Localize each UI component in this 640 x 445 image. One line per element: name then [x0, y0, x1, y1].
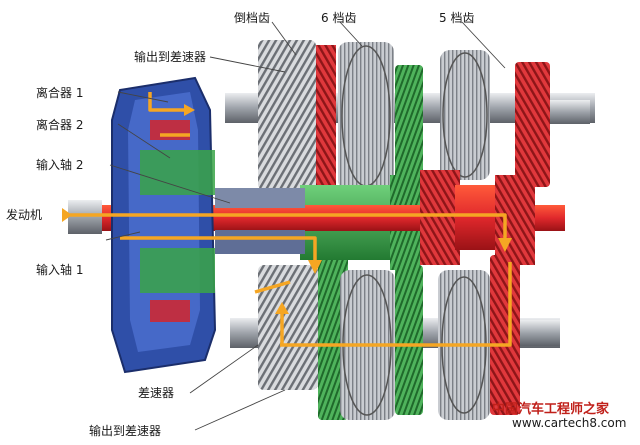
label-input-shaft-1: 输入轴 1	[36, 263, 84, 277]
label-output-to-differential-bottom: 输出到差速器	[89, 424, 162, 438]
watermark-url: www.cartech8.com	[512, 416, 627, 430]
label-engine: 发动机	[6, 208, 43, 222]
label-reverse-gear: 倒档齿	[234, 11, 271, 25]
watermark-logo: 中国汽车工程师之家	[492, 402, 610, 417]
label-differential: 差速器	[138, 386, 175, 400]
label-clutch-1: 离合器 1	[36, 86, 84, 100]
label-fifth-gear: 5 档齿	[439, 11, 475, 25]
label-clutch-2: 离合器 2	[36, 118, 84, 132]
label-sixth-gear: 6 档齿	[321, 11, 357, 25]
label-output-to-differential-top: 输出到差速器	[134, 50, 207, 64]
label-input-shaft-2: 输入轴 2	[36, 158, 84, 172]
